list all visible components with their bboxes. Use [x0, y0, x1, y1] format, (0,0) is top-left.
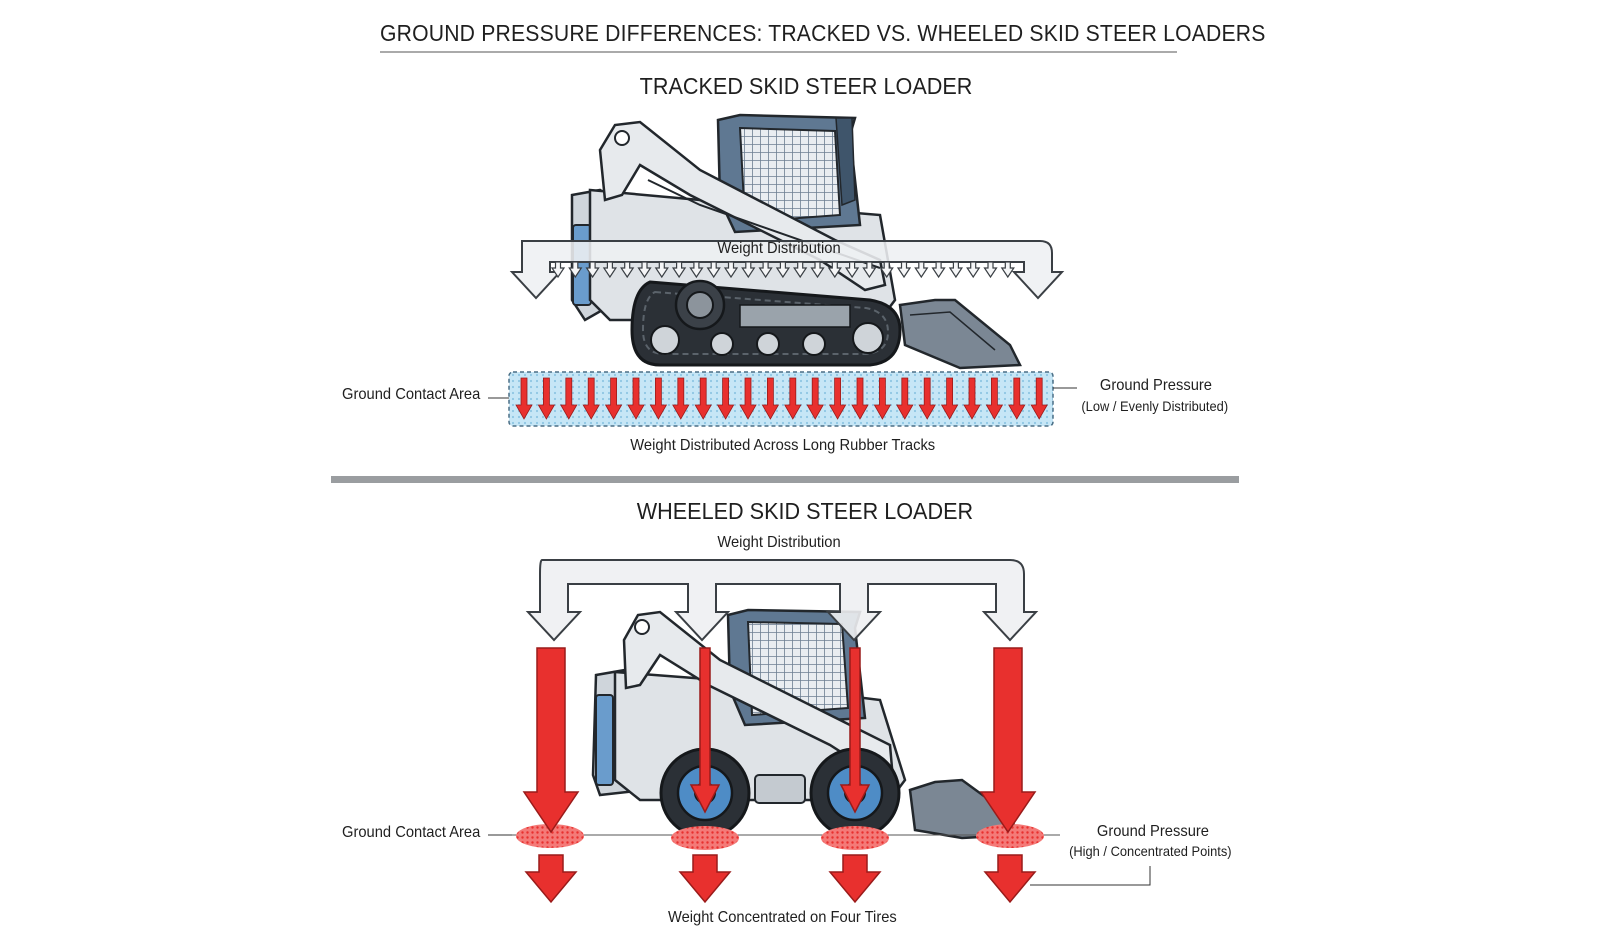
tracked-pressure-arrow: [851, 377, 869, 420]
tracked-pressure-arrow: [582, 377, 600, 420]
tracked-pressure-arrow: [828, 377, 847, 420]
tracked-pressure-arrow: [739, 377, 757, 420]
tracked-pressure-arrow: [1008, 377, 1026, 420]
small-distribution-arrow: [1000, 261, 1015, 279]
small-distribution-arrow: [602, 261, 618, 279]
tracked-pressure-arrow: [784, 377, 802, 420]
small-distribution-arrow: [948, 261, 964, 279]
small-distribution-arrow: [585, 261, 600, 279]
wheeled-caption: Weight Concentrated on Four Tires: [667, 909, 897, 926]
small-distribution-arrow: [879, 261, 894, 279]
small-distribution-arrow: [966, 261, 981, 279]
small-distribution-arrow: [741, 261, 756, 279]
small-distribution-arrow: [931, 261, 946, 279]
tracked-pressure-arrow: [604, 377, 623, 420]
tracked-ground-contact-area-label: Ground Contact Area: [342, 386, 481, 403]
tracked-pressure-arrow: [716, 377, 735, 420]
small-distribution-arrow: [983, 261, 998, 279]
tracked-small-distribution-arrows: [550, 261, 1015, 279]
tracked-pressure-arrow: [515, 377, 533, 420]
tracked-pressure-arrow: [963, 377, 981, 420]
tracked-pressure-arrows: [515, 377, 1048, 420]
wheeled-weight-distribution-arrow: [525, 559, 1039, 642]
wheeled-contact-spots: [516, 824, 1044, 850]
small-distribution-arrow: [671, 261, 687, 279]
small-distribution-arrow: [706, 261, 721, 279]
tracked-pressure-arrow: [694, 377, 712, 420]
wheeled-pressure-leader: [1030, 866, 1151, 886]
tracked-pressure-arrow: [537, 377, 556, 420]
tracked-pressure-arrow: [761, 377, 780, 420]
wheeled-ground-pressure-label: Ground Pressure: [1096, 823, 1209, 840]
tracked-pressure-arrow: [1030, 377, 1048, 420]
tracked-ground-pressure-label: Ground Pressure: [1099, 377, 1212, 394]
section-divider: [331, 476, 1239, 483]
tracked-pressure-arrow: [627, 377, 645, 420]
tracked-ground-contact-area: [508, 371, 1054, 427]
wheeled-ground-contact-area-label: Ground Contact Area: [342, 824, 481, 841]
small-distribution-arrow: [654, 261, 669, 279]
small-distribution-arrow: [637, 261, 652, 279]
small-distribution-arrow: [568, 261, 583, 279]
small-distribution-arrow: [620, 261, 635, 279]
tracked-pressure-arrow: [896, 377, 914, 420]
small-distribution-arrow: [827, 261, 842, 279]
small-distribution-arrow: [689, 261, 704, 279]
tracked-pressure-arrow: [918, 377, 936, 420]
tracked-caption: Weight Distributed Across Long Rubber Tr…: [630, 437, 936, 454]
tracked-pressure-arrow: [649, 377, 668, 420]
wheeled-pressure-arrows: [522, 647, 1037, 904]
wheeled-loader-illustration: [591, 608, 1020, 840]
tracked-weight-distribution-arrow: [509, 240, 1065, 300]
small-distribution-arrow: [914, 261, 929, 279]
tracked-heading: TRACKED SKID STEER LOADER: [639, 73, 973, 99]
small-distribution-arrow: [723, 261, 739, 279]
tracked-pressure-arrow: [873, 377, 892, 420]
tracked-pressure-arrow: [672, 377, 690, 420]
tracked-pressure-arrow: [806, 377, 824, 420]
wheeled-ground-pressure-note: (High / Concentrated Points): [1069, 843, 1232, 859]
tracked-pressure-arrow: [985, 377, 1004, 420]
small-distribution-arrow: [810, 261, 825, 279]
small-distribution-arrow: [844, 261, 860, 279]
small-distribution-arrow: [775, 261, 791, 279]
page-title: GROUND PRESSURE DIFFERENCES: TRACKED VS.…: [380, 20, 1266, 46]
tracked-ground-pressure-note: (Low / Evenly Distributed): [1081, 398, 1229, 414]
small-distribution-arrow: [793, 261, 808, 279]
tracked-pressure-arrow: [560, 377, 578, 420]
small-distribution-arrow: [550, 261, 566, 279]
tracked-pressure-arrow: [940, 377, 959, 420]
wheeled-weight-distribution-label: Weight Distribution: [717, 534, 841, 551]
small-distribution-arrow: [758, 261, 773, 279]
small-distribution-arrow: [862, 261, 877, 279]
small-distribution-arrow: [896, 261, 912, 279]
wheeled-heading: WHEELED SKID STEER LOADER: [636, 498, 974, 524]
tracked-weight-distribution-label: Weight Distribution: [717, 240, 841, 257]
